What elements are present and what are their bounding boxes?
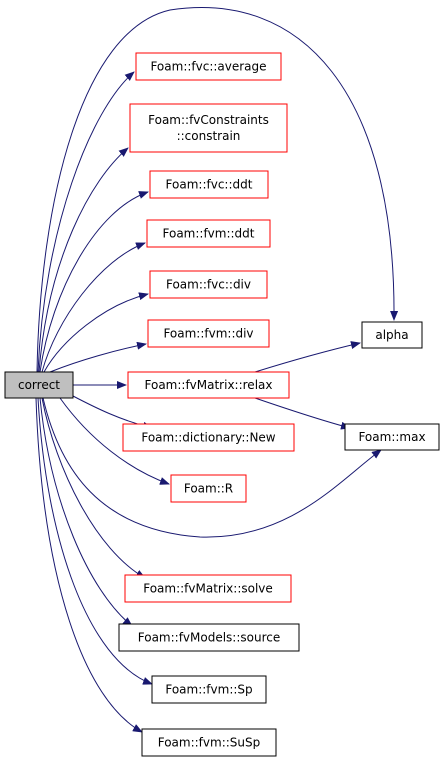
node-foam-max[interactable]: Foam::max (344, 423, 440, 451)
edge-correct-to-fvmatrix_solve (41, 397, 146, 579)
node-correct[interactable]: correct (4, 371, 74, 399)
node-box (4, 371, 74, 399)
node-fvc-ddt[interactable]: Foam::fvc::ddt (149, 170, 269, 199)
node-box (129, 103, 288, 153)
node-box (146, 219, 271, 248)
node-box (122, 423, 295, 452)
node-fvmodels-source[interactable]: Foam::fvModels::source (118, 623, 300, 652)
node-alpha[interactable]: alpha (361, 321, 423, 349)
edge-fvmatrix_relax-to-foam_max (254, 397, 351, 430)
node-box (149, 270, 268, 299)
edge-correct-to-foam_max (42, 397, 382, 538)
node-label: Foam::fvc::div (166, 278, 251, 292)
node-fvc-div[interactable]: Foam::fvc::div (149, 270, 268, 299)
edge-correct-to-fvm_susp (35, 397, 143, 733)
node-dictionary-new[interactable]: Foam::dictionary::New (122, 423, 295, 452)
node-fvmatrix-solve[interactable]: Foam::fvMatrix::solve (124, 574, 292, 603)
node-fvm-susp[interactable]: Foam::fvm::SuSp (141, 728, 277, 757)
node-label: alpha (375, 328, 408, 342)
node-fvmatrix-relax[interactable]: Foam::fvMatrix::relax (127, 371, 290, 399)
node-label: ::constrain (177, 129, 241, 143)
node-label: Foam::fvm::ddt (163, 227, 255, 241)
edge-correct-to-fvm_div (49, 341, 147, 373)
node-fvm-ddt[interactable]: Foam::fvm::ddt (146, 219, 271, 248)
node-label: Foam::fvc::average (150, 60, 266, 74)
node-box (151, 675, 267, 704)
edge-correct-to-fvconstraints_constrain (38, 147, 129, 373)
edge-fvmatrix_relax-to-alpha (254, 341, 361, 373)
node-box (118, 623, 300, 652)
edge-correct-to-fvm_sp (37, 397, 153, 685)
node-label: Foam::R (184, 482, 233, 496)
edge-correct-to-fvc_average (37, 71, 135, 373)
node-box (135, 52, 282, 81)
node-box (149, 170, 269, 199)
node-fvm-sp[interactable]: Foam::fvm::Sp (151, 675, 267, 704)
node-fvm-div[interactable]: Foam::fvm::div (147, 319, 270, 348)
node-foam-r[interactable]: Foam::R (170, 474, 247, 503)
node-label: Foam::fvc::ddt (166, 178, 253, 192)
node-label: Foam::fvm::Sp (165, 683, 252, 697)
node-box (127, 371, 290, 399)
edge-correct-to-fvm_ddt (41, 242, 146, 373)
node-label: Foam::fvMatrix::relax (145, 378, 273, 392)
node-box (170, 474, 247, 503)
edge-correct-to-dictionary_new (72, 395, 153, 430)
node-fvc-average[interactable]: Foam::fvc::average (135, 52, 282, 81)
node-box (141, 728, 277, 757)
node-label: Foam::fvConstraints (148, 113, 269, 127)
node-label: correct (18, 378, 60, 392)
node-box (147, 319, 270, 348)
node-label: Foam::max (358, 430, 425, 444)
edge-correct-to-fvc_div (43, 292, 149, 373)
edge-correct-to-alpha (36, 7, 399, 373)
node-label: Foam::dictionary::New (141, 431, 275, 445)
node-box (124, 574, 292, 603)
node-label: Foam::fvMatrix::solve (143, 582, 273, 596)
node-label: Foam::fvm::SuSp (158, 736, 261, 750)
edges-layer (35, 7, 399, 733)
edge-correct-to-fvmodels_source (39, 397, 133, 627)
node-fvconstraints-constrain[interactable]: Foam::fvConstraints::constrain (129, 103, 288, 153)
edge-correct-to-fvc_ddt (39, 191, 149, 373)
node-label: Foam::fvm::div (163, 327, 253, 341)
node-box (361, 321, 423, 349)
edge-correct-to-foam_r (59, 397, 170, 485)
node-label: Foam::fvModels::source (138, 631, 281, 645)
nodes-layer: correct Foam::fvc::averageFoam::fvConstra… (4, 52, 440, 757)
node-box (344, 423, 440, 451)
